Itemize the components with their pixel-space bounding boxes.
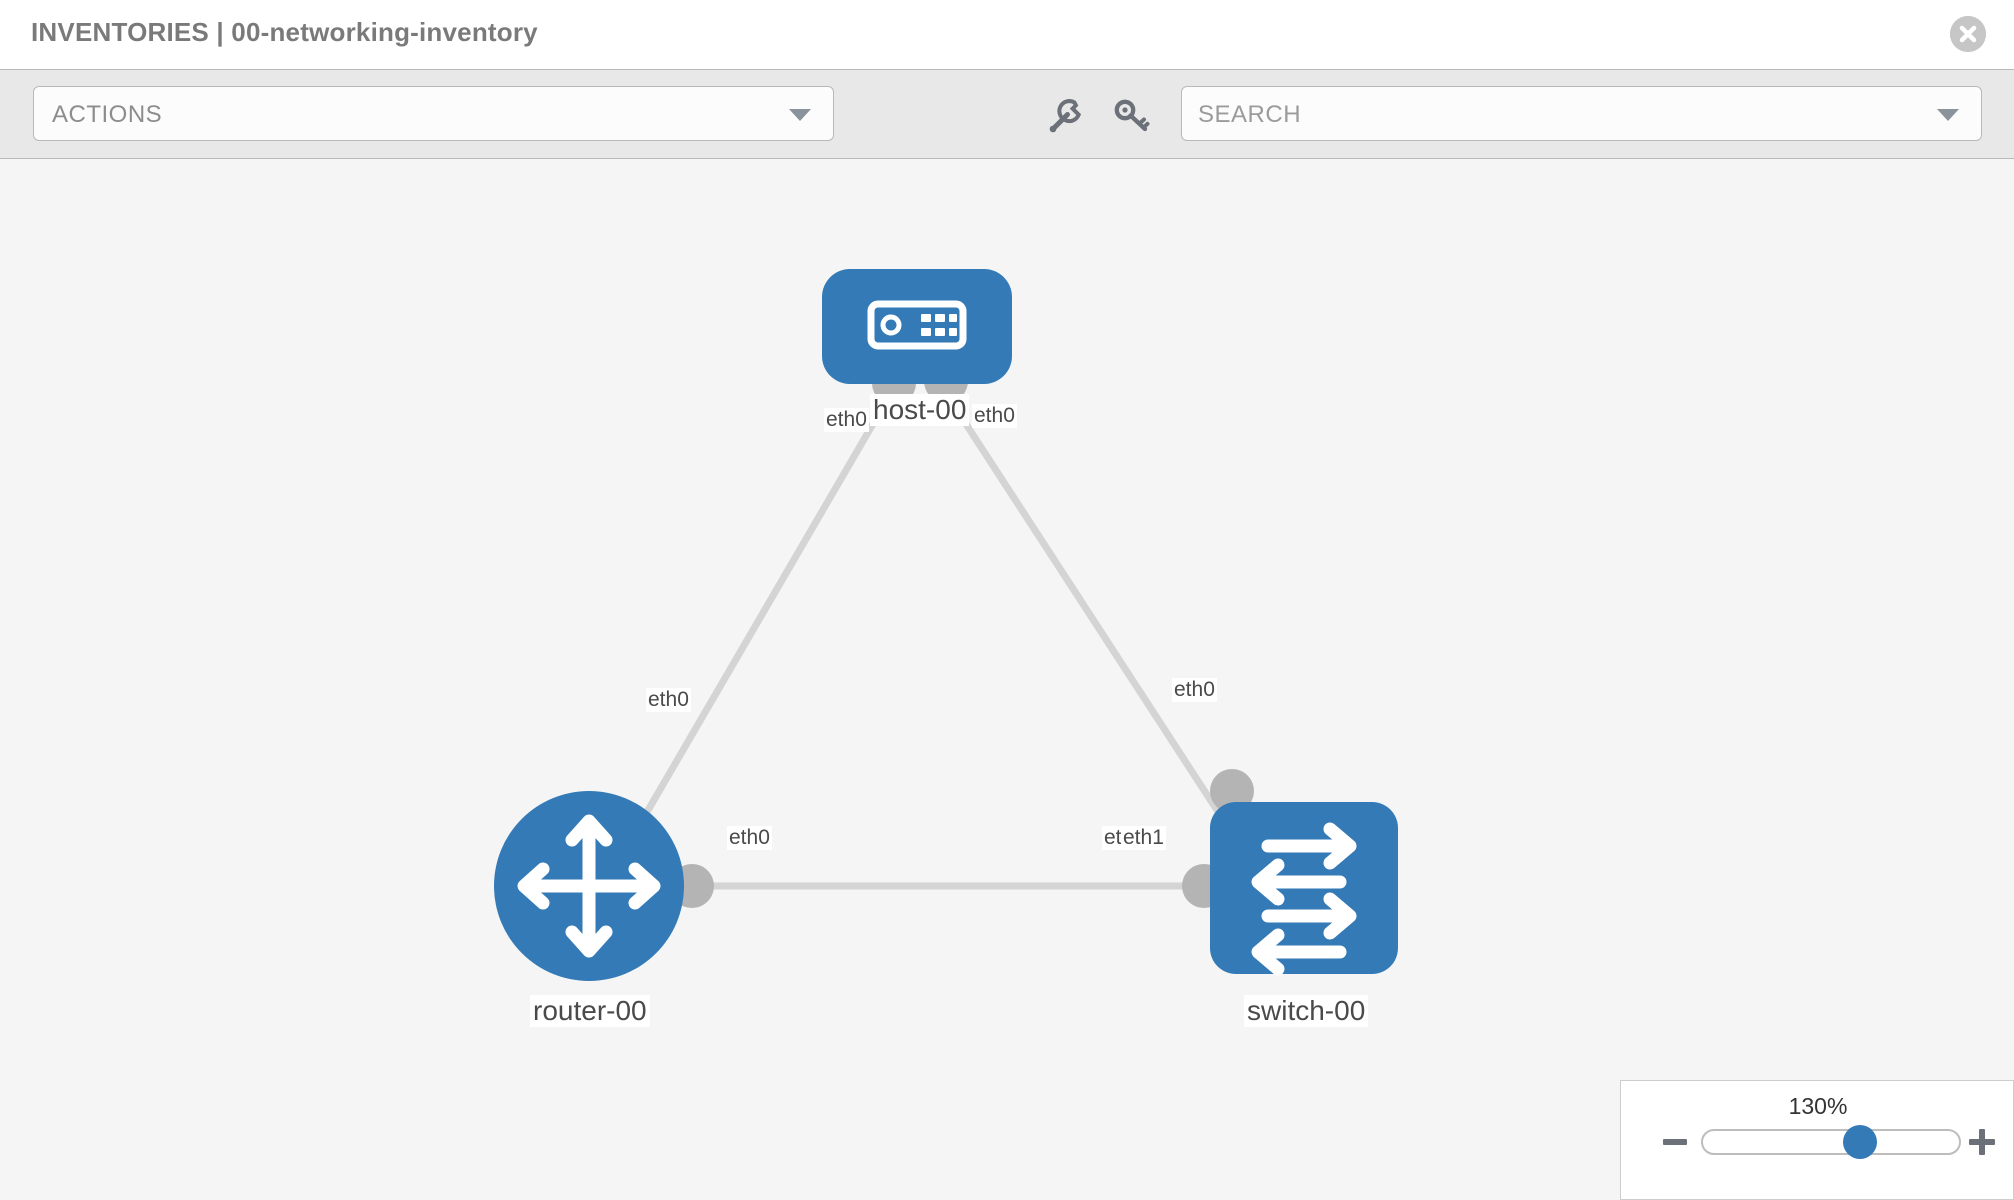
iface-label-router-up: eth0 — [646, 688, 691, 712]
minus-icon[interactable] — [1663, 1139, 1687, 1145]
node-label-router-00: router-00 — [530, 995, 650, 1027]
node-label-switch-00: switch-00 — [1244, 995, 1369, 1027]
iface-label-host-left: eth0 — [824, 408, 869, 432]
node-router-00[interactable] — [494, 791, 684, 981]
router-arrows-icon — [517, 814, 661, 958]
zoom-level-value: 130% — [1788, 1093, 1848, 1119]
node-label-host-00: host-00 — [870, 394, 970, 426]
chevron-down-icon — [789, 109, 811, 121]
switch-arrows-icon — [1251, 822, 1357, 976]
search-field[interactable] — [1181, 86, 1982, 142]
zoom-slider-track[interactable] — [1701, 1129, 1961, 1155]
page-header: INVENTORIES | 00-networking-inventory — [0, 0, 2014, 69]
actions-dropdown-label: ACTIONS — [52, 101, 163, 128]
key-icon[interactable] — [1112, 96, 1152, 136]
link-host-router — [604, 379, 902, 881]
page-title: INVENTORIES | 00-networking-inventory — [31, 17, 538, 47]
close-icon[interactable] — [1950, 16, 1986, 52]
zoom-slider-thumb[interactable] — [1843, 1125, 1877, 1159]
node-switch-00[interactable] — [1210, 802, 1398, 976]
search-input[interactable] — [1196, 87, 1900, 142]
link-host-switch — [935, 379, 1255, 866]
plus-icon[interactable] — [1969, 1129, 1995, 1155]
toolbar: ACTIONS — [0, 69, 2014, 159]
zoom-control-panel: 130% — [1620, 1080, 2014, 1200]
node-host-00[interactable] — [822, 269, 1012, 384]
actions-dropdown[interactable]: ACTIONS — [33, 86, 834, 141]
iface-label-router-right: eth0 — [727, 826, 772, 850]
wrench-icon[interactable] — [1044, 96, 1084, 136]
topology-canvas[interactable]: eth0 eth0 eth0 eth0 eth0 eth0 eth1 host-… — [0, 159, 2014, 1200]
iface-label-switch-left: eth1 — [1121, 826, 1166, 850]
iface-label-host-right: eth0 — [972, 404, 1017, 428]
iface-label-switch-up: eth0 — [1172, 678, 1217, 702]
server-icon — [867, 300, 967, 350]
links-layer — [604, 379, 1255, 890]
chevron-down-icon[interactable] — [1937, 109, 1959, 121]
topology-graph — [494, 269, 1398, 981]
